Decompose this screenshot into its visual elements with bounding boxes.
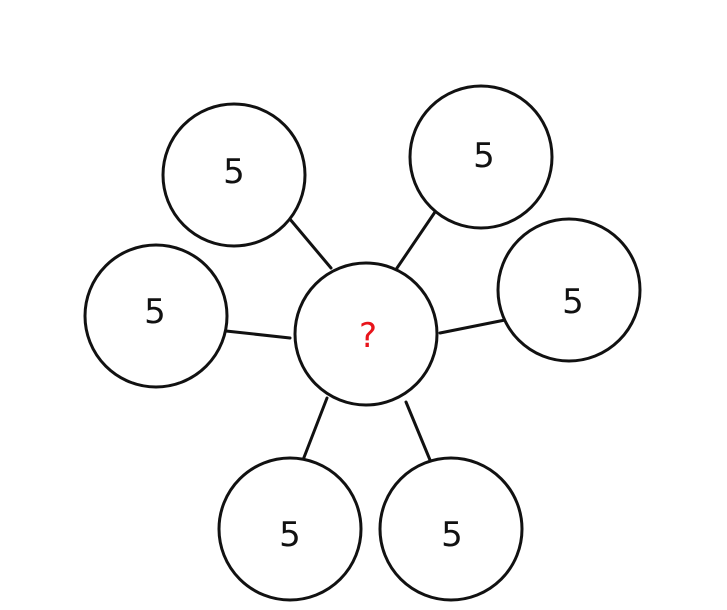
edge-top-right [395,210,437,270]
outer-node-label: 5 [144,292,166,332]
outer-node-label: 5 [279,515,301,555]
outer-node-label: 5 [473,136,495,176]
outer-node: 5 [496,217,642,363]
outer-node-label: 5 [223,152,245,192]
outer-node: 5 [378,456,524,602]
outer-node: 5 [408,84,554,230]
outer-node-circle [217,456,363,602]
outer-node: 5 [83,243,229,389]
edge-right [438,318,507,335]
outer-node-circle [161,102,307,248]
outer-node: 5 [217,456,363,602]
edges [224,210,507,462]
center-node-circle [293,261,439,407]
outer-node-label: 5 [441,515,463,555]
edge-left [224,329,292,340]
edge-top-left [287,216,333,270]
center-node: ? [293,261,439,407]
center-node-label: ? [359,316,377,356]
outer-node: 5 [161,102,307,248]
outer-node-circle [408,84,554,230]
outer-node-circle [378,456,524,602]
outer-node-circle [83,243,229,389]
outer-node-label: 5 [562,282,584,322]
outer-node-circle [496,217,642,363]
edge-bottom-right [404,400,432,462]
edge-bottom-left [301,396,329,462]
